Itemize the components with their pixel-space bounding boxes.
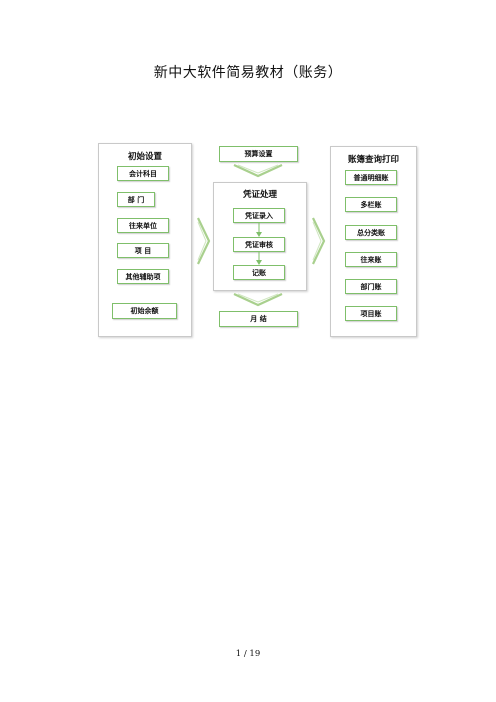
node-post-ledger: 记账: [233, 265, 285, 280]
node-multi-column-ledger: 多栏账: [345, 197, 397, 212]
node-contact-units: 往来单位: [117, 218, 169, 233]
flow-arrows-middle: [256, 223, 262, 265]
page-number: 1 / 19: [235, 649, 261, 659]
ledger-query-title: 账簿查询打印: [347, 155, 399, 165]
node-general-ledger: 总分类账: [345, 225, 397, 240]
node-project-ledger: 项目账: [345, 306, 397, 321]
node-accounting-subjects: 会计科目: [117, 166, 169, 181]
node-project: 项 目: [117, 243, 169, 258]
node-budget-settings: 预算设置: [219, 146, 298, 162]
node-voucher-review: 凭证审核: [233, 237, 285, 252]
node-month-end: 月 结: [219, 311, 298, 327]
initial-settings-title: 初始设置: [127, 152, 162, 162]
node-voucher-entry: 凭证录入: [233, 208, 285, 223]
node-detail-ledger: 普通明细账: [345, 170, 397, 185]
right-chevron-right: [312, 217, 326, 265]
down-chevron-top: [233, 164, 283, 178]
node-other-aux: 其他辅助项: [117, 269, 169, 284]
document-title: 新中大软件简易教材（账务）: [153, 65, 343, 81]
voucher-processing-title: 凭证处理: [242, 190, 277, 200]
node-department-ledger: 部门账: [345, 279, 397, 294]
node-contact-ledger: 往来账: [345, 252, 397, 267]
right-chevron-left: [197, 217, 211, 265]
node-initial-balance: 初始余额: [112, 303, 177, 319]
node-department: 部 门: [117, 192, 155, 207]
down-chevron-bottom: [233, 293, 283, 307]
